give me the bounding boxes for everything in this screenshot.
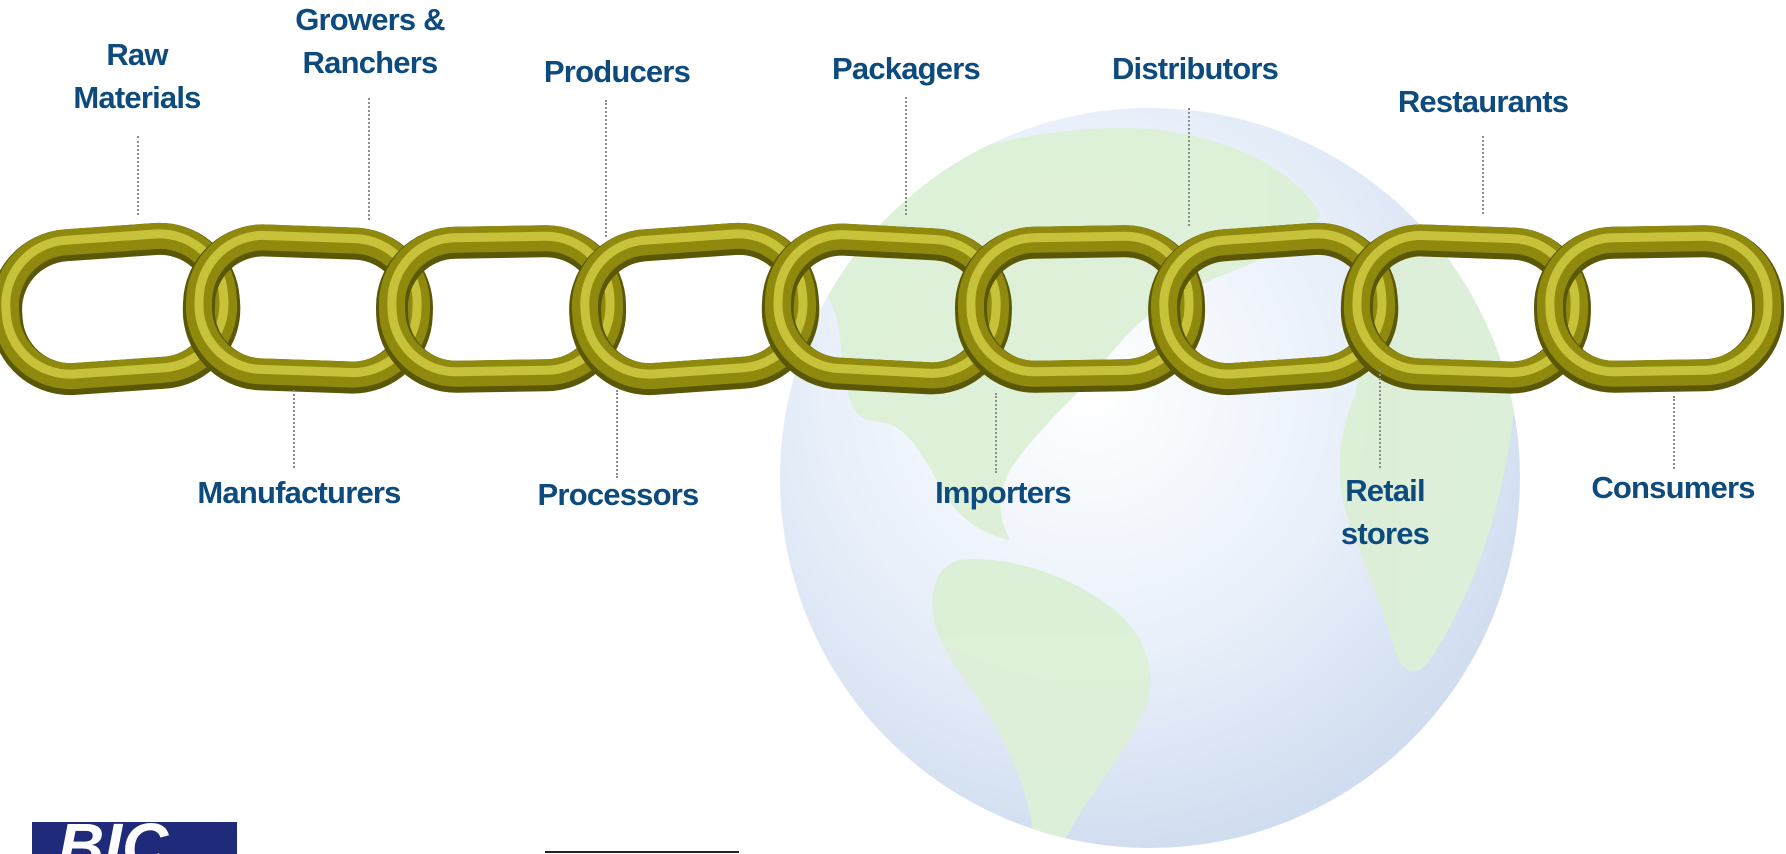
continent-south-america xyxy=(932,559,1151,848)
stage-label-producers: Producers xyxy=(543,54,691,89)
chain-link xyxy=(569,222,820,396)
stage-label-manufacturers: Manufacturers xyxy=(197,475,401,510)
stage-label-importers: Importers xyxy=(935,475,1072,510)
chain-link xyxy=(1148,222,1399,396)
chain-link xyxy=(1534,225,1785,393)
logo-text: BIC xyxy=(58,822,168,854)
leader-line xyxy=(905,97,907,215)
leader-line xyxy=(1482,136,1484,214)
stage-label-growers-ranchers: Growers &Ranchers xyxy=(295,2,445,80)
leader-line xyxy=(605,100,607,237)
chain-link xyxy=(0,222,241,396)
leader-line xyxy=(616,390,618,478)
stage-label-distributors: Distributors xyxy=(1111,51,1279,86)
stage-label-consumers: Consumers xyxy=(1591,470,1755,505)
leader-line xyxy=(995,393,997,473)
chain-link xyxy=(1340,224,1591,394)
leader-line xyxy=(1188,108,1190,226)
bic-logo: BIC xyxy=(32,822,237,854)
leader-line xyxy=(1673,396,1675,469)
leader-line xyxy=(293,390,295,468)
leader-line xyxy=(137,136,139,215)
leader-line xyxy=(1379,370,1381,468)
leader-line xyxy=(368,98,370,220)
chain-link xyxy=(182,224,433,394)
divider xyxy=(545,851,739,853)
chain-link xyxy=(761,223,1012,395)
chain-link xyxy=(955,225,1206,393)
stage-label-restaurants: Restaurants xyxy=(1397,84,1569,119)
stage-label-packagers: Packagers xyxy=(832,51,981,86)
chain-link xyxy=(376,225,627,393)
stage-label-processors: Processors xyxy=(537,477,700,512)
